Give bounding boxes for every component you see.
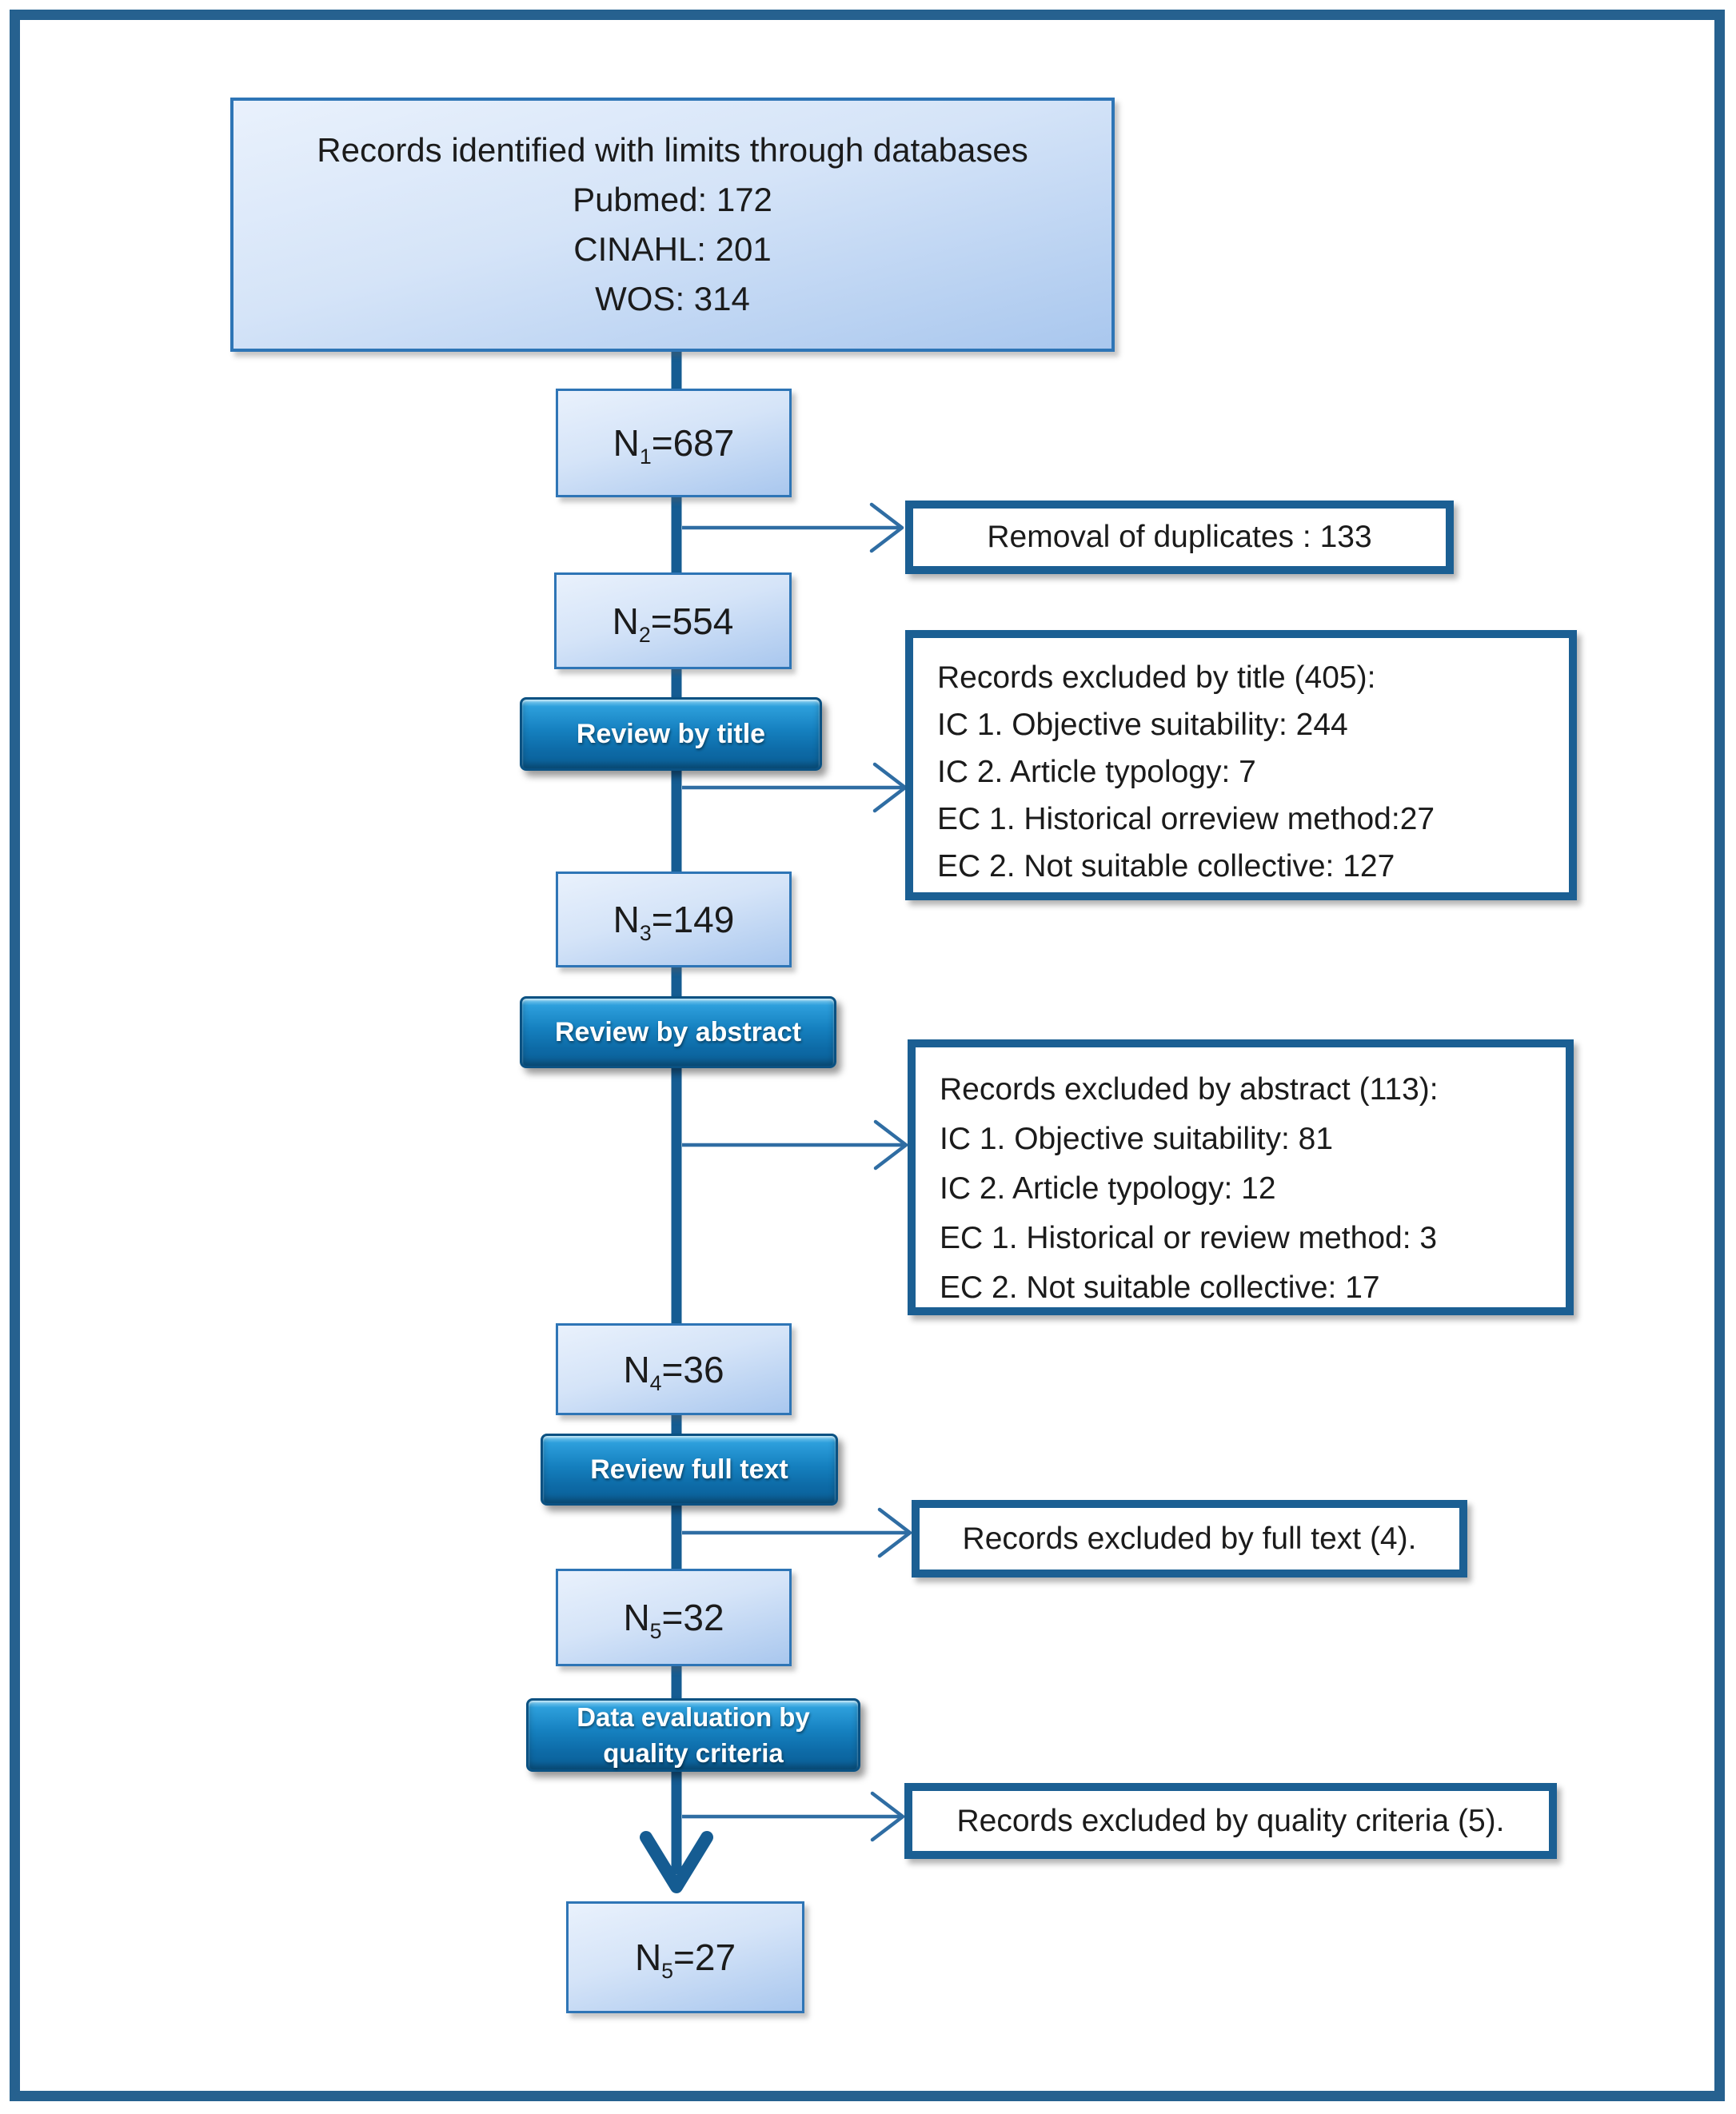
count-box-final: N5=27	[566, 1901, 804, 2013]
removal-of-duplicates-box: Removal of duplicates : 133	[905, 501, 1454, 574]
excluded-by-fulltext-box: Records excluded by full text (4).	[912, 1500, 1467, 1578]
count-box-n4: N4=36	[556, 1323, 792, 1415]
data-evaluation-step: Data evaluation by quality criteria	[526, 1698, 860, 1772]
count-box-n1: N1=687	[556, 389, 792, 497]
excluded-by-abstract-ec1: EC 1. Historical or review method: 3	[940, 1221, 1438, 1255]
count-n4-label: N4=36	[623, 1348, 724, 1395]
data-evaluation-label-line2: quality criteria	[603, 1738, 784, 1768]
excluded-by-title-ec2: EC 2. Not suitable collective: 127	[937, 849, 1395, 883]
excluded-by-abstract-ic1: IC 1. Objective suitability: 81	[940, 1122, 1334, 1156]
review-by-abstract-label: Review by abstract	[554, 1016, 802, 1047]
excluded-by-fulltext-text: Records excluded by full text (4).	[962, 1521, 1417, 1556]
wos-count: WOS: 314	[595, 280, 750, 317]
review-by-title-step: Review by title	[520, 697, 822, 771]
count-box-n2: N2=554	[554, 572, 792, 669]
outer-frame	[10, 10, 1725, 2101]
excluded-by-quality-text: Records excluded by quality criteria (5)…	[956, 1803, 1505, 1838]
records-identified-title: Records identified with limits through d…	[317, 131, 1028, 169]
excluded-by-abstract-ic2: IC 2. Article typology: 12	[940, 1171, 1276, 1206]
pubmed-count: Pubmed: 172	[573, 181, 772, 218]
excluded-by-title-ic2: IC 2. Article typology: 7	[937, 755, 1256, 789]
count-n2-label: N2=554	[612, 600, 734, 647]
excluded-by-abstract-heading: Records excluded by abstract (113):	[940, 1072, 1439, 1107]
count-n5-label: N5=32	[623, 1597, 724, 1644]
review-by-title-label: Review by title	[576, 718, 766, 749]
count-box-n3: N3=149	[556, 872, 792, 967]
excluded-by-abstract-ec2: EC 2. Not suitable collective: 17	[940, 1270, 1380, 1305]
excluded-by-title-ic1: IC 1. Objective suitability: 244	[937, 708, 1348, 742]
data-evaluation-label-line1: Data evaluation by	[577, 1702, 810, 1732]
excluded-by-abstract-box: Records excluded by abstract (113): IC 1…	[908, 1039, 1574, 1315]
excluded-by-title-heading: Records excluded by title (405):	[937, 660, 1376, 695]
removal-of-duplicates-text: Removal of duplicates : 133	[987, 520, 1372, 554]
review-by-abstract-step: Review by abstract	[520, 996, 836, 1068]
count-box-n5: N5=32	[556, 1569, 792, 1666]
excluded-by-title-ec1: EC 1. Historical orreview method:27	[937, 802, 1435, 836]
review-full-text-label: Review full text	[590, 1454, 788, 1485]
count-n1-label: N1=687	[613, 422, 735, 469]
cinahl-count: CINAHL: 201	[573, 230, 772, 268]
records-identified-box: Records identified with limits through d…	[230, 98, 1115, 352]
count-final-label: N5=27	[634, 1937, 736, 1984]
excluded-by-title-box: Records excluded by title (405): IC 1. O…	[905, 630, 1577, 900]
excluded-by-quality-box: Records excluded by quality criteria (5)…	[904, 1783, 1557, 1859]
review-full-text-step: Review full text	[541, 1434, 838, 1506]
count-n3-label: N3=149	[613, 899, 735, 946]
